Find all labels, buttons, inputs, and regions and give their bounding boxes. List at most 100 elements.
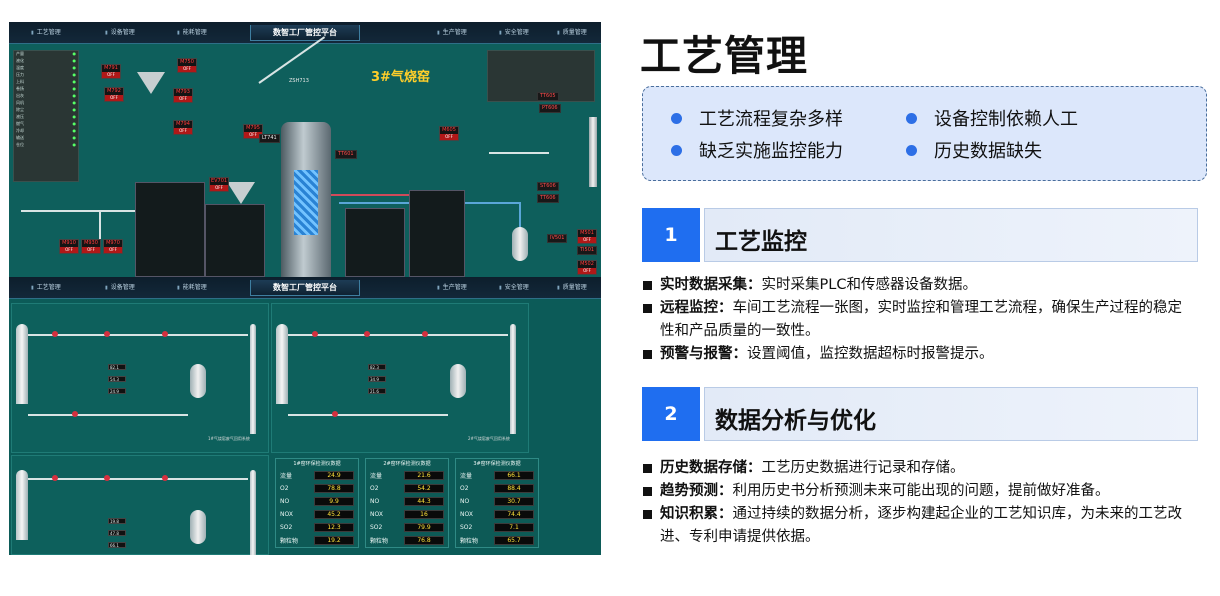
- nav-item-production[interactable]: 生产管理: [437, 27, 467, 36]
- scada-top-nav: 工艺管理 设备管理 能耗管理 生产管理 安全管理 质量管理 数智工厂管控平台: [9, 22, 601, 44]
- value-box: 82.3: [368, 364, 386, 370]
- emission-value: 19.2: [314, 536, 354, 545]
- tag-st606: ST606: [537, 182, 559, 191]
- emission-value: 79.9: [404, 523, 444, 532]
- emission-value: 16: [404, 510, 444, 519]
- emission-value: 74.4: [494, 510, 534, 519]
- exhaust-system-2: 82.3 34.9 21.6 2#气烧窑废气回用系统: [271, 303, 529, 453]
- nav-item-equipment[interactable]: 设备管理: [105, 282, 135, 291]
- emission-title: 3#窑环保检测仪数据: [473, 461, 521, 467]
- emission-value: 54.2: [404, 484, 444, 493]
- stack: [510, 324, 516, 434]
- scada-exhaust-panel: 工艺管理 设备管理 能耗管理 生产管理 安全管理 质量管理 数智工厂管控平台 8…: [9, 277, 601, 555]
- page-title: 工艺管理: [640, 32, 808, 80]
- bullet-item: 知识积累：通过持续的数据分析，逐步构建起企业的工艺知识库，为未来的工艺改进、专利…: [643, 503, 1183, 549]
- left-status-table: 产量●液化● 温度●压力● 上料●卷扬● 出灰●风机● 除尘●液压● 燃气●冷却…: [13, 50, 79, 182]
- pipe: [28, 414, 188, 416]
- emission-value: 30.7: [494, 497, 534, 506]
- section-header-monitoring: 1 工艺监控: [642, 208, 1198, 262]
- nav-item-process[interactable]: 工艺管理: [31, 282, 61, 291]
- square-bullet-icon: [643, 281, 652, 290]
- emission-title: 1#窑环保检测仪数据: [293, 461, 341, 467]
- value-box: 34.9: [368, 376, 386, 382]
- kiln-title: 3#气烧窑: [371, 70, 430, 85]
- pipe: [288, 334, 508, 336]
- square-bullet-icon: [643, 487, 652, 496]
- bullet-item: 实时数据采集：实时采集PLC和传感器设备数据。: [643, 274, 1183, 297]
- hopper: [227, 182, 255, 204]
- emission-value: 65.7: [494, 536, 534, 545]
- nav-item-quality[interactable]: 质量管理: [557, 27, 587, 36]
- emission-value: 21.6: [404, 471, 444, 480]
- scada-top-nav: 工艺管理 设备管理 能耗管理 生产管理 安全管理 质量管理 数智工厂管控平台: [9, 277, 601, 299]
- pipe: [28, 334, 248, 336]
- value-box: 82.1: [108, 364, 126, 370]
- value-box: 54.3: [108, 376, 126, 382]
- valve[interactable]: [312, 331, 318, 337]
- tank: [512, 227, 528, 261]
- problem-summary-box: 工艺流程复杂多样 设备控制依赖人工 缺乏实施监控能力 历史数据缺失: [642, 86, 1207, 181]
- nav-item-safety[interactable]: 安全管理: [499, 27, 529, 36]
- nav-item-safety[interactable]: 安全管理: [499, 282, 529, 291]
- bullet-item: 趋势预测：利用历史书分析预测未来可能出现的问题，提前做好准备。: [643, 480, 1183, 503]
- valve[interactable]: [162, 331, 168, 337]
- value-box: 24.9: [108, 388, 126, 394]
- platform-title: 数智工厂管控平台: [9, 25, 601, 41]
- platform-title: 数智工厂管控平台: [9, 280, 601, 296]
- valve[interactable]: [422, 331, 428, 337]
- valve[interactable]: [52, 331, 58, 337]
- sensor-grid: [345, 208, 405, 277]
- emission-value: 66.1: [494, 471, 534, 480]
- nav-item-energy[interactable]: 能耗管理: [177, 27, 207, 36]
- nav-item-quality[interactable]: 质量管理: [557, 282, 587, 291]
- hopper: [137, 72, 165, 94]
- nav-item-process[interactable]: 工艺管理: [31, 27, 61, 36]
- valve[interactable]: [162, 475, 168, 481]
- scada-kiln-panel: 工艺管理 设备管理 能耗管理 生产管理 安全管理 质量管理 数智工厂管控平台 产…: [9, 22, 601, 277]
- valve[interactable]: [104, 331, 110, 337]
- tag-zsh713: ZSH713: [289, 78, 309, 84]
- square-bullet-icon: [643, 510, 652, 519]
- nav-item-energy[interactable]: 能耗管理: [177, 282, 207, 291]
- valve[interactable]: [364, 331, 370, 337]
- bullet-item: 历史数据存储：工艺历史数据进行记录和存储。: [643, 457, 1183, 480]
- emission-title: 2#窑环保检测仪数据: [383, 461, 431, 467]
- emission-value: 78.8: [314, 484, 354, 493]
- emission-value: 76.8: [404, 536, 444, 545]
- valve[interactable]: [52, 475, 58, 481]
- pipe: [489, 152, 549, 154]
- pipe-hot-gas: [329, 194, 449, 196]
- valve[interactable]: [72, 411, 78, 417]
- nav-item-equipment[interactable]: 设备管理: [105, 27, 135, 36]
- exhaust-system-3: 19.8 47.8 66.1: [11, 455, 269, 555]
- valve[interactable]: [332, 411, 338, 417]
- section-number: 2: [642, 387, 700, 441]
- bullet-item: 预警与报警：设置阈值，监控数据超标时报警提示。: [643, 343, 1183, 366]
- tag-ti501: TI501: [577, 246, 598, 255]
- nav-item-production[interactable]: 生产管理: [437, 282, 467, 291]
- valve[interactable]: [104, 475, 110, 481]
- stack: [250, 470, 256, 555]
- square-bullet-icon: [643, 304, 652, 313]
- tag-pt606: PT606: [539, 104, 561, 113]
- summary-item: 缺乏实施监控能力: [671, 137, 843, 163]
- bullet-item: 远程监控：车间工艺流程一张图，实时监控和管理工艺流程，确保生产过程的稳定性和产品…: [643, 297, 1183, 343]
- section-header-analysis: 2 数据分析与优化: [642, 387, 1198, 441]
- bullet-dot-icon: [671, 112, 682, 124]
